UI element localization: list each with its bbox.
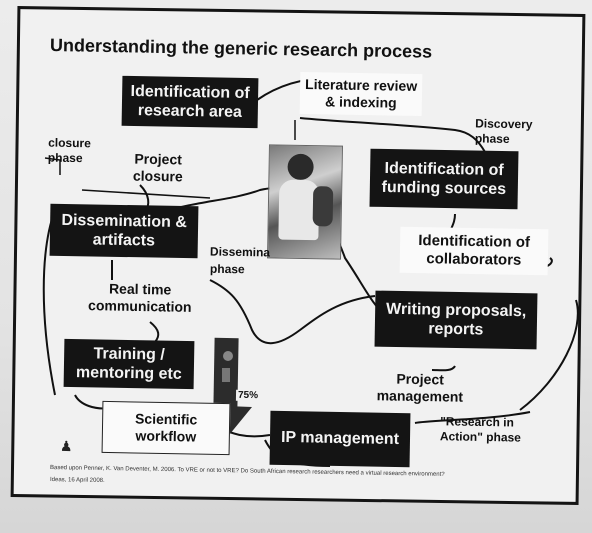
bracket-closure xyxy=(44,157,61,175)
discovery-phase-label: Discovery phase xyxy=(474,116,533,146)
researchers-photo xyxy=(267,144,343,260)
connector-lit-to-funding xyxy=(299,117,486,153)
dissemination-phase-label-a: Dissemina xyxy=(209,244,271,260)
person-icon: ♟ xyxy=(59,437,73,455)
identification-collaborators-box: Identification of collaborators xyxy=(399,226,549,276)
identification-research-area-box: Identification of research area xyxy=(121,75,259,129)
connector-middle-wave xyxy=(209,279,376,345)
line-under-project-closure xyxy=(81,189,211,199)
connector-rtc-to-training xyxy=(149,321,160,343)
writing-proposals-box: Writing proposals, reports xyxy=(374,290,538,350)
project-closure-box: Project closure xyxy=(132,150,183,185)
identification-funding-box: Identification of funding sources xyxy=(369,148,519,210)
scientific-workflow-box: Scientific workflow xyxy=(101,400,231,456)
dissemination-phase-label-b: phase xyxy=(209,261,245,277)
project-management-box: Project management xyxy=(376,370,464,405)
literature-review-box: Literature review & indexing xyxy=(299,71,423,117)
training-mentoring-box: Training / mentoring etc xyxy=(63,338,195,390)
real-time-communication-box: Real time communication xyxy=(87,280,192,315)
connector-writing-to-project xyxy=(431,365,456,372)
research-in-action-label: "Research in Action" phase xyxy=(439,414,522,445)
ip-management-box: IP management xyxy=(269,410,411,468)
footnote-line-2: Ideas, 16 April 2008. xyxy=(49,477,105,484)
connector-right-loop xyxy=(519,299,579,411)
percent-label: 75% xyxy=(235,389,261,402)
closure-phase-label: closure phase xyxy=(47,135,91,166)
connector-project-to-ip xyxy=(414,411,531,424)
dissemination-artifacts-box: Dissemination & artifacts xyxy=(49,203,199,259)
